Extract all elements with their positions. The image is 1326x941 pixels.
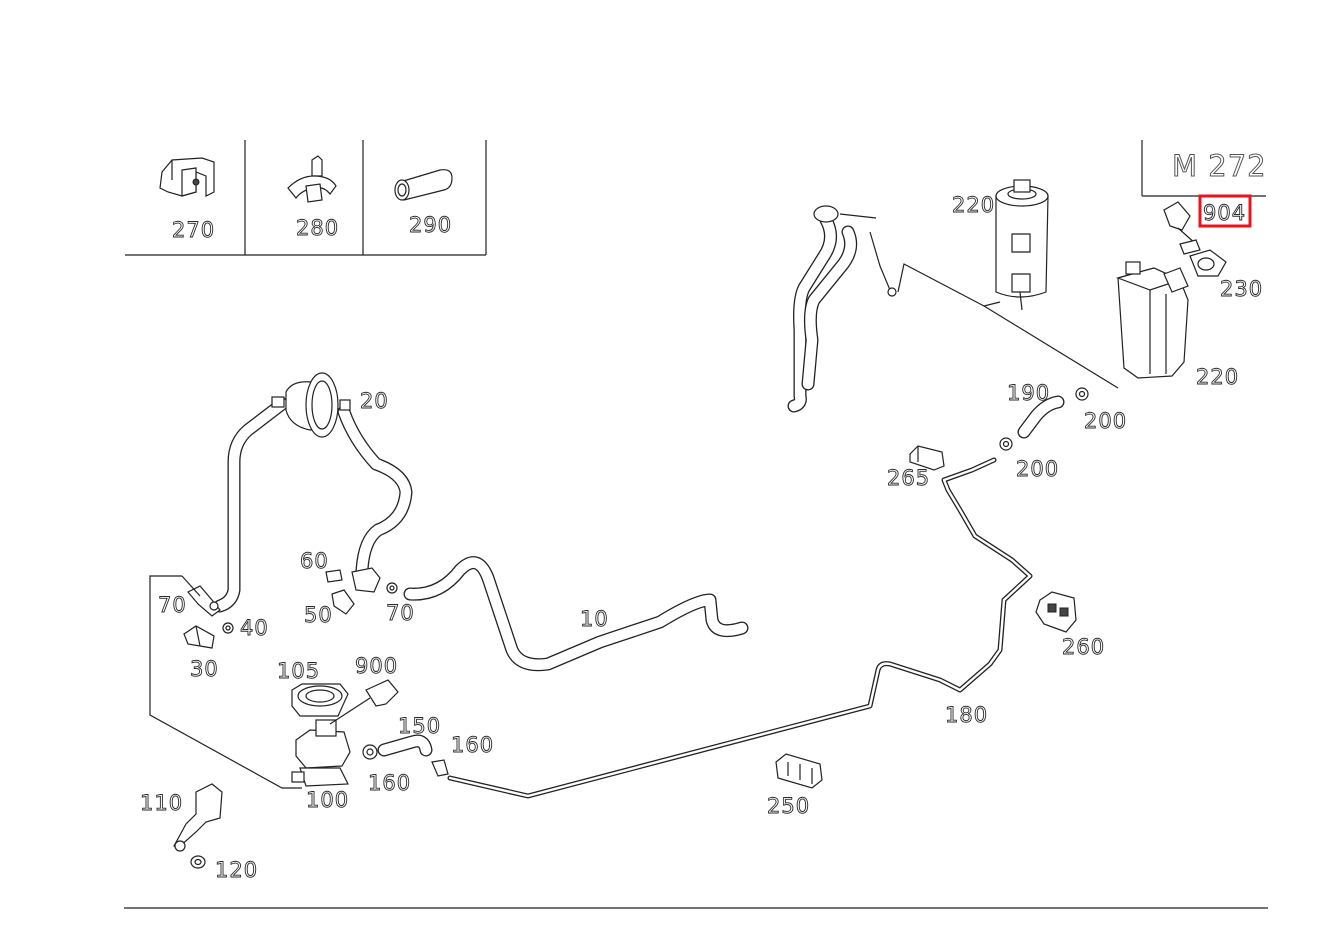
label-180: 180 (945, 703, 988, 727)
fitting-70-right[interactable] (351, 567, 398, 594)
clip-250[interactable] (775, 753, 823, 789)
label-110: 110 (140, 791, 183, 815)
label-70-right: 70 (386, 601, 415, 625)
inset-label-270: 270 (172, 218, 215, 242)
label-10: 10 (580, 607, 609, 631)
wiring-harness[interactable] (787, 205, 897, 413)
highlight-box-904 (1198, 194, 1252, 228)
part-290-sleeve-icon[interactable] (394, 169, 453, 201)
leader-line-220-lower (982, 301, 1119, 389)
label-230: 230 (1220, 277, 1263, 301)
label-105: 105 (277, 659, 320, 683)
label-20: 20 (360, 389, 389, 413)
label-260: 260 (1062, 635, 1105, 659)
pipe-180[interactable] (447, 457, 1033, 799)
leader-line-harness (897, 263, 985, 307)
leader-line-valve (149, 575, 302, 789)
fitting-30[interactable] (183, 625, 215, 649)
inset-table (125, 140, 487, 256)
bracket-110[interactable] (173, 783, 223, 852)
inset-label-290: 290 (409, 213, 452, 237)
label-100: 100 (306, 788, 349, 812)
canister-220-lower[interactable] (1116, 261, 1189, 379)
label-160-left: 160 (368, 771, 411, 795)
label-70-left: 70 (158, 593, 187, 617)
valve-assembly-100[interactable] (291, 683, 371, 787)
fitting-50[interactable] (331, 589, 355, 615)
clip-260[interactable] (1035, 591, 1077, 633)
label-30: 30 (190, 657, 219, 681)
label-265: 265 (887, 466, 930, 490)
clip-265[interactable] (909, 445, 945, 471)
canister-220-upper[interactable] (995, 179, 1049, 311)
label-220-upper: 220 (952, 193, 995, 217)
label-50: 50 (304, 603, 333, 627)
fitting-70-left[interactable] (187, 585, 221, 617)
part-904-cap[interactable] (1163, 201, 1197, 245)
label-190: 190 (1007, 381, 1050, 405)
label-200-lower: 200 (1016, 457, 1059, 481)
clamp-200-lower[interactable] (999, 437, 1013, 451)
engine-label: M 272 (1172, 149, 1267, 183)
label-220-lower: 220 (1196, 365, 1239, 389)
label-150: 150 (398, 714, 441, 738)
tube-10[interactable] (403, 556, 749, 672)
label-160-right: 160 (451, 733, 494, 757)
label-60: 60 (300, 549, 329, 573)
label-200-upper: 200 (1084, 409, 1127, 433)
label-40: 40 (240, 616, 269, 640)
inset-label-280: 280 (296, 216, 339, 240)
clamp-200-upper[interactable] (1075, 387, 1089, 401)
part-900-cap[interactable] (365, 679, 399, 707)
label-904[interactable]: 904 (1203, 201, 1246, 226)
valve-230[interactable] (1179, 239, 1227, 277)
hose-assembly-20[interactable] (213, 372, 413, 613)
label-120: 120 (215, 858, 258, 882)
part-270-clip-icon[interactable] (159, 157, 215, 197)
leader-line-70 (181, 575, 201, 597)
label-900: 900 (355, 654, 398, 678)
hose-190[interactable] (1017, 395, 1065, 439)
fitting-60[interactable] (325, 569, 343, 583)
washer-120[interactable] (190, 855, 206, 869)
fitting-40[interactable] (222, 622, 234, 634)
label-250: 250 (767, 794, 810, 818)
elbow-150[interactable] (377, 734, 433, 757)
clamp-160-left[interactable] (362, 744, 378, 760)
part-280-clip-icon[interactable] (287, 155, 337, 203)
clamp-160-right[interactable] (431, 759, 449, 777)
